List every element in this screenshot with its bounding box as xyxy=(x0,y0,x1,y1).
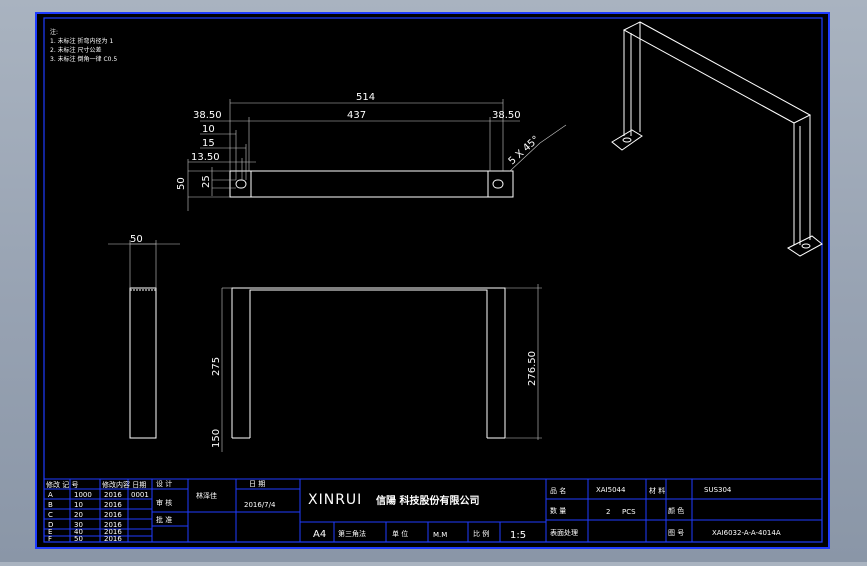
drawer-name: 林泽佳 xyxy=(196,491,217,500)
color-label: 颜 色 xyxy=(668,506,684,515)
material-label: 材 料 xyxy=(649,486,665,495)
scale-value: 1:5 xyxy=(510,530,526,541)
front-inner xyxy=(249,289,488,438)
dim-left-offset: 38.50 xyxy=(193,110,222,121)
part-no-label: 品 名 xyxy=(550,486,566,495)
rev-cell: 2016 xyxy=(104,501,122,509)
note-1: 1. 未标注 折弯内径为 1 xyxy=(50,37,113,45)
side-view[interactable]: 50 xyxy=(108,234,180,439)
projection: 第三角法 xyxy=(338,529,366,538)
rev-cell: 2016 xyxy=(104,521,122,529)
rev-cell: 30 xyxy=(74,521,83,529)
notes-block: 注: 1. 未标注 折弯内径为 1 2. 未标注 尺寸公差 3. 未标注 倒角一… xyxy=(50,28,117,63)
unit-label: 单 位 xyxy=(392,529,408,538)
top-view-outline xyxy=(229,170,514,198)
dim-15: 15 xyxy=(202,138,215,149)
rev-cell: 20 xyxy=(74,511,83,519)
date-label: 日 期 xyxy=(249,480,265,488)
qty-label: 数 量 xyxy=(550,506,566,515)
rev-cell: 2016 xyxy=(104,511,122,519)
drawn-label: 设 计 xyxy=(156,479,172,488)
drawing-no-label: 图 号 xyxy=(668,529,684,537)
note-3: 3. 未标注 倒角一律 C0.5 xyxy=(50,55,117,63)
dim-10: 10 xyxy=(202,124,215,135)
rev-cell: E xyxy=(48,528,52,536)
slot-hole-left xyxy=(235,179,247,189)
company-cn: 信陽 科技股份有限公司 xyxy=(376,494,479,507)
dim-height-275: 275 xyxy=(211,357,222,376)
scale-label: 比 例 xyxy=(473,529,489,538)
unit-value: M.M xyxy=(433,531,447,539)
dim-inner-length: 437 xyxy=(347,110,366,121)
rev-cell: F xyxy=(48,535,52,543)
dim-leg-150: 150 xyxy=(211,429,222,448)
rev-cell: D xyxy=(48,521,53,529)
iso-foot-right xyxy=(787,235,823,257)
front-outer xyxy=(231,287,506,438)
date-value: 2016/7/4 xyxy=(244,501,276,509)
rev-cell: 40 xyxy=(74,528,83,536)
dim-side-width: 50 xyxy=(130,234,143,245)
revision-table: 修改 记 号 修改内容 日期 A 1000 2016 0001 B 10 201… xyxy=(44,479,189,543)
approve-label: 批 准 xyxy=(156,515,172,524)
rev-cell: 2016 xyxy=(104,535,122,543)
isometric-view[interactable] xyxy=(611,21,823,257)
side-view-outline xyxy=(129,287,157,439)
iso-foot-left xyxy=(611,129,643,151)
rev-cell: 50 xyxy=(74,535,83,543)
check-label: 审 核 xyxy=(156,498,172,507)
dim-13-50: 13.50 xyxy=(191,152,220,163)
rev-cell: C xyxy=(48,511,53,519)
note-2: 2. 未标注 尺寸公差 xyxy=(50,46,102,54)
company-en: XINRUI xyxy=(308,492,362,508)
material: SUS304 xyxy=(704,486,732,494)
drawing-sheet xyxy=(35,12,830,549)
drawing-no: XAI6032-A-A-4014A xyxy=(712,529,781,537)
dim-lines xyxy=(187,99,520,211)
rev-header: 修改 记 号 xyxy=(46,480,78,489)
rev-cell: 2016 xyxy=(104,528,122,536)
surface-label: 表面处理 xyxy=(550,528,578,537)
rev-cell: A xyxy=(48,491,53,499)
title-block[interactable]: 修改 记 号 修改内容 日期 A 1000 2016 0001 B 10 201… xyxy=(43,478,823,543)
rev-cell: 0001 xyxy=(131,491,149,499)
qty-unit: PCS xyxy=(622,508,636,516)
slot-hole-right xyxy=(492,179,504,189)
dim-height-276-50: 276.50 xyxy=(527,351,538,386)
qty: 2 xyxy=(606,508,610,516)
front-view[interactable]: 275 276.50 150 xyxy=(211,284,542,452)
dim-height-25: 25 xyxy=(201,175,212,188)
rev-cell: B xyxy=(48,501,53,509)
dim-right-offset: 38.50 xyxy=(492,110,521,121)
part-no: XAI5044 xyxy=(596,486,626,494)
dim-overall-length: 514 xyxy=(356,92,375,103)
note-title: 注: xyxy=(50,28,58,36)
rev-cell: 1000 xyxy=(74,491,92,499)
rev-header-2: 修改内容 日期 xyxy=(102,480,146,489)
rev-cell: 2016 xyxy=(104,491,122,499)
dim-height-50: 50 xyxy=(176,177,187,190)
sheet-size: A4 xyxy=(313,529,326,540)
rev-cell: 10 xyxy=(74,501,83,509)
